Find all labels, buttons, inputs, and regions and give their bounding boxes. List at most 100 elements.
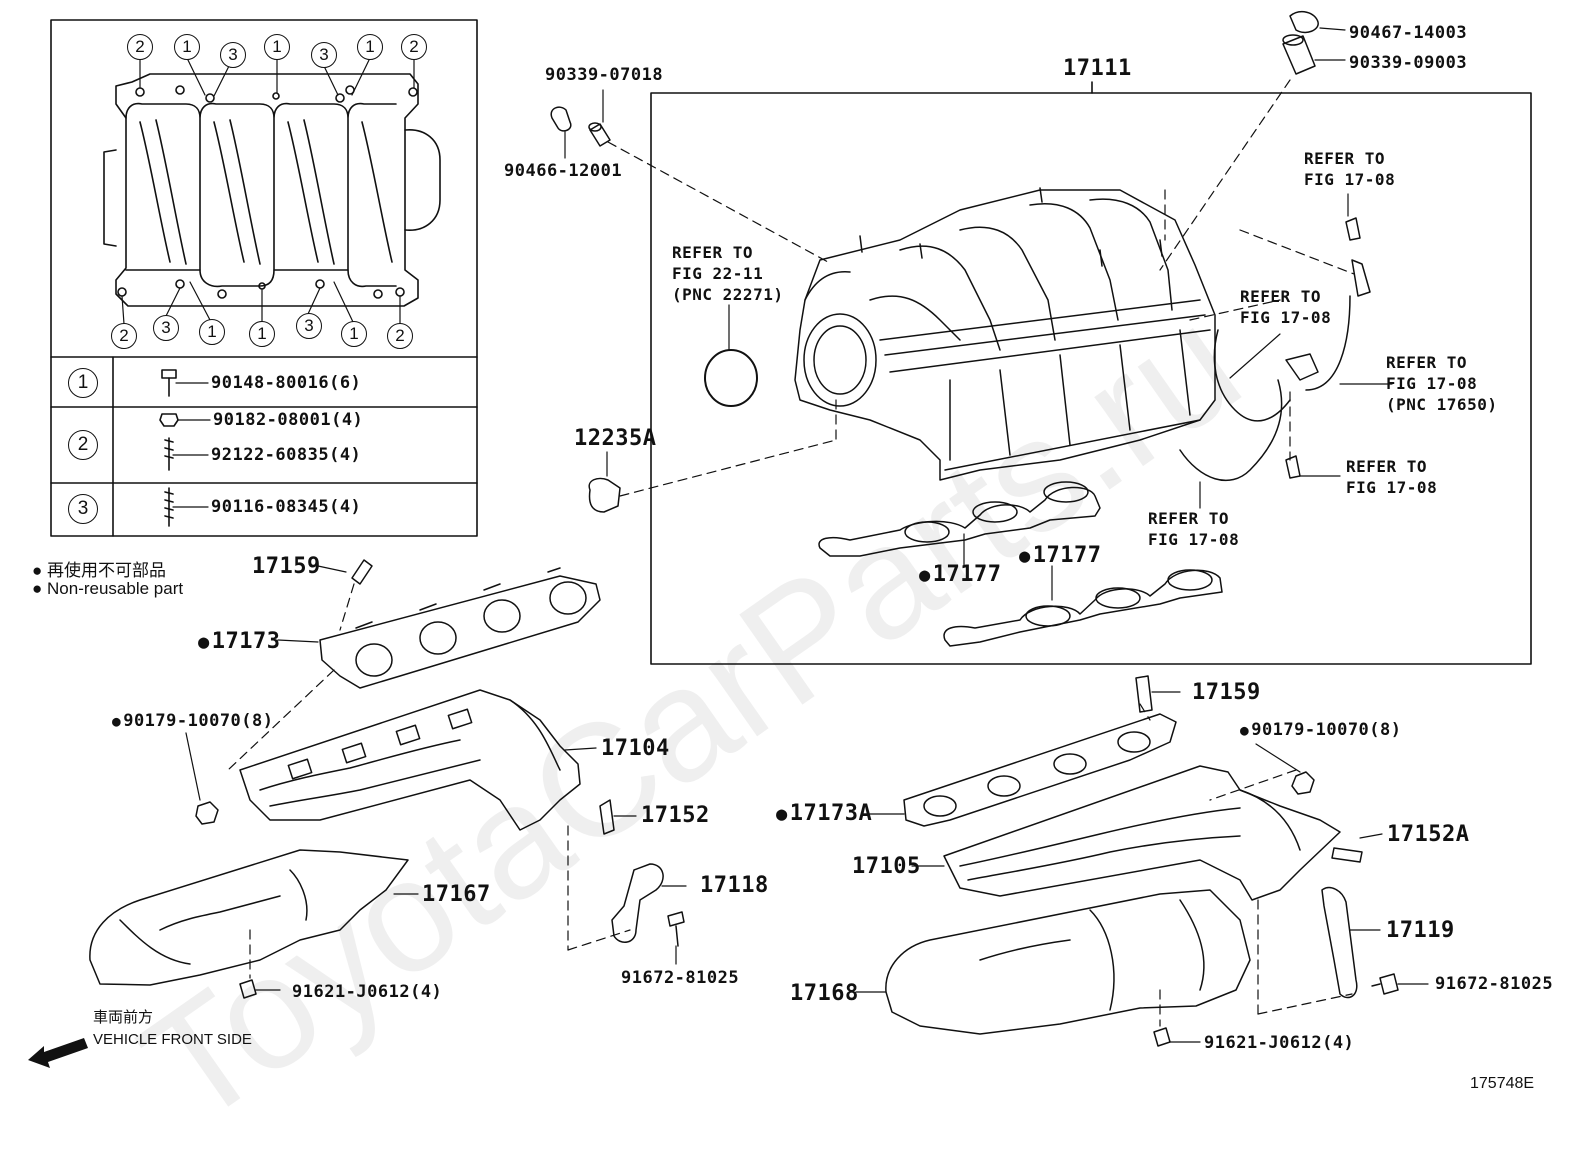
part-17152A: 17152A	[1387, 822, 1470, 847]
part-90179-10070-left: 90179-10070(8)	[112, 713, 274, 730]
refer-fig-17-08-b: REFER TO FIG 17-08	[1240, 287, 1332, 327]
part-17104: 17104	[601, 736, 670, 761]
o-ring	[704, 349, 758, 407]
intake-manifold-frame	[650, 92, 1532, 665]
bullet-icon: ●	[32, 561, 43, 580]
part-17173: 17173	[198, 631, 281, 653]
part-17152: 17152	[641, 803, 710, 828]
stud-17152A	[1331, 833, 1383, 863]
part-17119: 17119	[1386, 918, 1455, 943]
bolt-91621-right	[1153, 1027, 1201, 1047]
part-17159-right: 17159	[1192, 680, 1261, 705]
direction-jp: 車両前方	[93, 1009, 154, 1026]
part-17118: 17118	[700, 873, 769, 898]
exhaust-manifold-17104	[239, 689, 597, 831]
part-90182-08001: 90182-08001(4)	[213, 410, 364, 430]
part-92122-60835: 92122-60835(4)	[211, 445, 362, 465]
inset-marker-bottom-3: 1	[199, 319, 225, 345]
stud-17152	[599, 799, 637, 835]
inset-marker-top-2: 1	[174, 34, 200, 60]
bracket-17118	[611, 863, 687, 943]
inset-manifold-outline	[103, 73, 441, 307]
part-17159-left: 17159	[252, 554, 321, 579]
refer-fig-17-08-a: REFER TO FIG 17-08	[1304, 149, 1396, 189]
part-90339-07018: 90339-07018	[545, 65, 664, 85]
bullet-icon: ●	[32, 579, 43, 598]
legend-en-text: Non-reusable part	[47, 579, 184, 598]
part-90116-08345: 90116-08345(4)	[211, 497, 362, 517]
part-12235A: 12235A	[574, 426, 657, 451]
direction-en: VEHICLE FRONT SIDE	[93, 1031, 252, 1048]
part-17177-b: 17177	[1019, 545, 1102, 567]
legend-nonreusable-jp: ● 再使用不可部品	[32, 556, 166, 581]
figure-id: 175748E	[1470, 1075, 1535, 1092]
exhaust-gasket-17173	[277, 567, 601, 689]
inset-table-key-2: 2	[68, 430, 98, 460]
inset-marker-bottom-6: 1	[341, 321, 367, 347]
inset-marker-bottom-1: 2	[111, 323, 137, 349]
refer-fig-17-08-c: REFER TO FIG 17-08 (PNC 17650)	[1386, 353, 1498, 414]
bolt-91672-right	[1371, 973, 1429, 995]
bolt-91672-left	[667, 911, 685, 965]
inset-marker-top-3: 3	[220, 42, 246, 68]
clamp-90466	[550, 106, 572, 159]
stud-17159-left	[317, 559, 373, 585]
refer-fig-22-11: REFER TO FIG 22-11 (PNC 22271)	[672, 243, 784, 304]
exhaust-gasket-17173A	[861, 713, 1177, 827]
part-91672-81025-left: 91672-81025	[621, 968, 740, 988]
inset-marker-bottom-7: 2	[387, 323, 413, 349]
inset-marker-bottom-5: 3	[296, 313, 322, 339]
bracket-17119	[1321, 886, 1381, 999]
inset-marker-top-1: 2	[127, 34, 153, 60]
legend-jp-text: 再使用不可部品	[47, 561, 167, 580]
part-17173A: 17173A	[776, 803, 872, 825]
legend-nonreusable-en: ● Non-reusable part	[32, 579, 183, 599]
inset-table-key-1: 1	[68, 368, 98, 398]
nut-90179-left	[185, 732, 219, 825]
part-91672-81025-right: 91672-81025	[1435, 974, 1554, 994]
part-17168: 17168	[790, 981, 859, 1006]
hose-90339-09003	[1282, 34, 1346, 75]
inset-marker-top-6: 1	[357, 34, 383, 60]
inset-marker-top-5: 3	[311, 42, 337, 68]
part-91621-J0612-left: 91621-J0612(4)	[292, 982, 443, 1002]
inset-table-key-3: 3	[68, 494, 98, 524]
inset-marker-top-4: 1	[264, 34, 290, 60]
nut-stud-icon-row2	[159, 413, 211, 471]
part-91621-J0612-right: 91621-J0612(4)	[1204, 1033, 1355, 1053]
intake-manifold	[794, 187, 1216, 481]
vacuum-hoses	[1179, 217, 1371, 481]
inset-marker-bottom-4: 1	[249, 321, 275, 347]
parts-diagram: ToyotaCarParts.ru	[0, 0, 1592, 1099]
heat-insulator-17167	[89, 849, 419, 986]
inset-marker-bottom-2: 3	[153, 315, 179, 341]
stud-icon-row3	[164, 487, 209, 527]
diagram-linework	[28, 10, 1532, 1068]
refer-fig-17-08-e: REFER TO FIG 17-08	[1148, 509, 1240, 549]
part-17177-a: 17177	[919, 564, 1002, 586]
inset-marker-top-7: 2	[401, 34, 427, 60]
part-90466-12001: 90466-12001	[504, 161, 623, 181]
gasket-17177-a	[818, 481, 1101, 566]
heat-insulator-17168	[855, 889, 1251, 1035]
exhaust-manifold-17105	[911, 765, 1341, 901]
refer-fig-17-08-d: REFER TO FIG 17-08	[1346, 457, 1438, 497]
inset-frame	[50, 19, 478, 537]
gasket-17177-b	[943, 565, 1223, 647]
nut-90179-right	[1255, 743, 1315, 795]
vehicle-front-arrow-icon	[28, 1038, 88, 1068]
dashed-guides	[227, 79, 1355, 1027]
part-90467-14003: 90467-14003	[1349, 23, 1468, 43]
bolt-91621-left	[239, 979, 281, 999]
grommet-12235A	[588, 451, 621, 513]
part-90339-09003: 90339-09003	[1349, 53, 1468, 73]
part-90179-10070-right: 90179-10070(8)	[1240, 722, 1402, 739]
clamp-90467	[1289, 10, 1346, 34]
part-90148-80016: 90148-80016(6)	[211, 373, 362, 393]
stud-17159-right	[1135, 675, 1181, 713]
part-17167: 17167	[422, 882, 491, 907]
part-17105: 17105	[852, 854, 921, 879]
hose-90339-07018	[588, 89, 611, 147]
bolt-icon-row1	[161, 369, 209, 397]
part-17111: 17111	[1063, 56, 1132, 81]
